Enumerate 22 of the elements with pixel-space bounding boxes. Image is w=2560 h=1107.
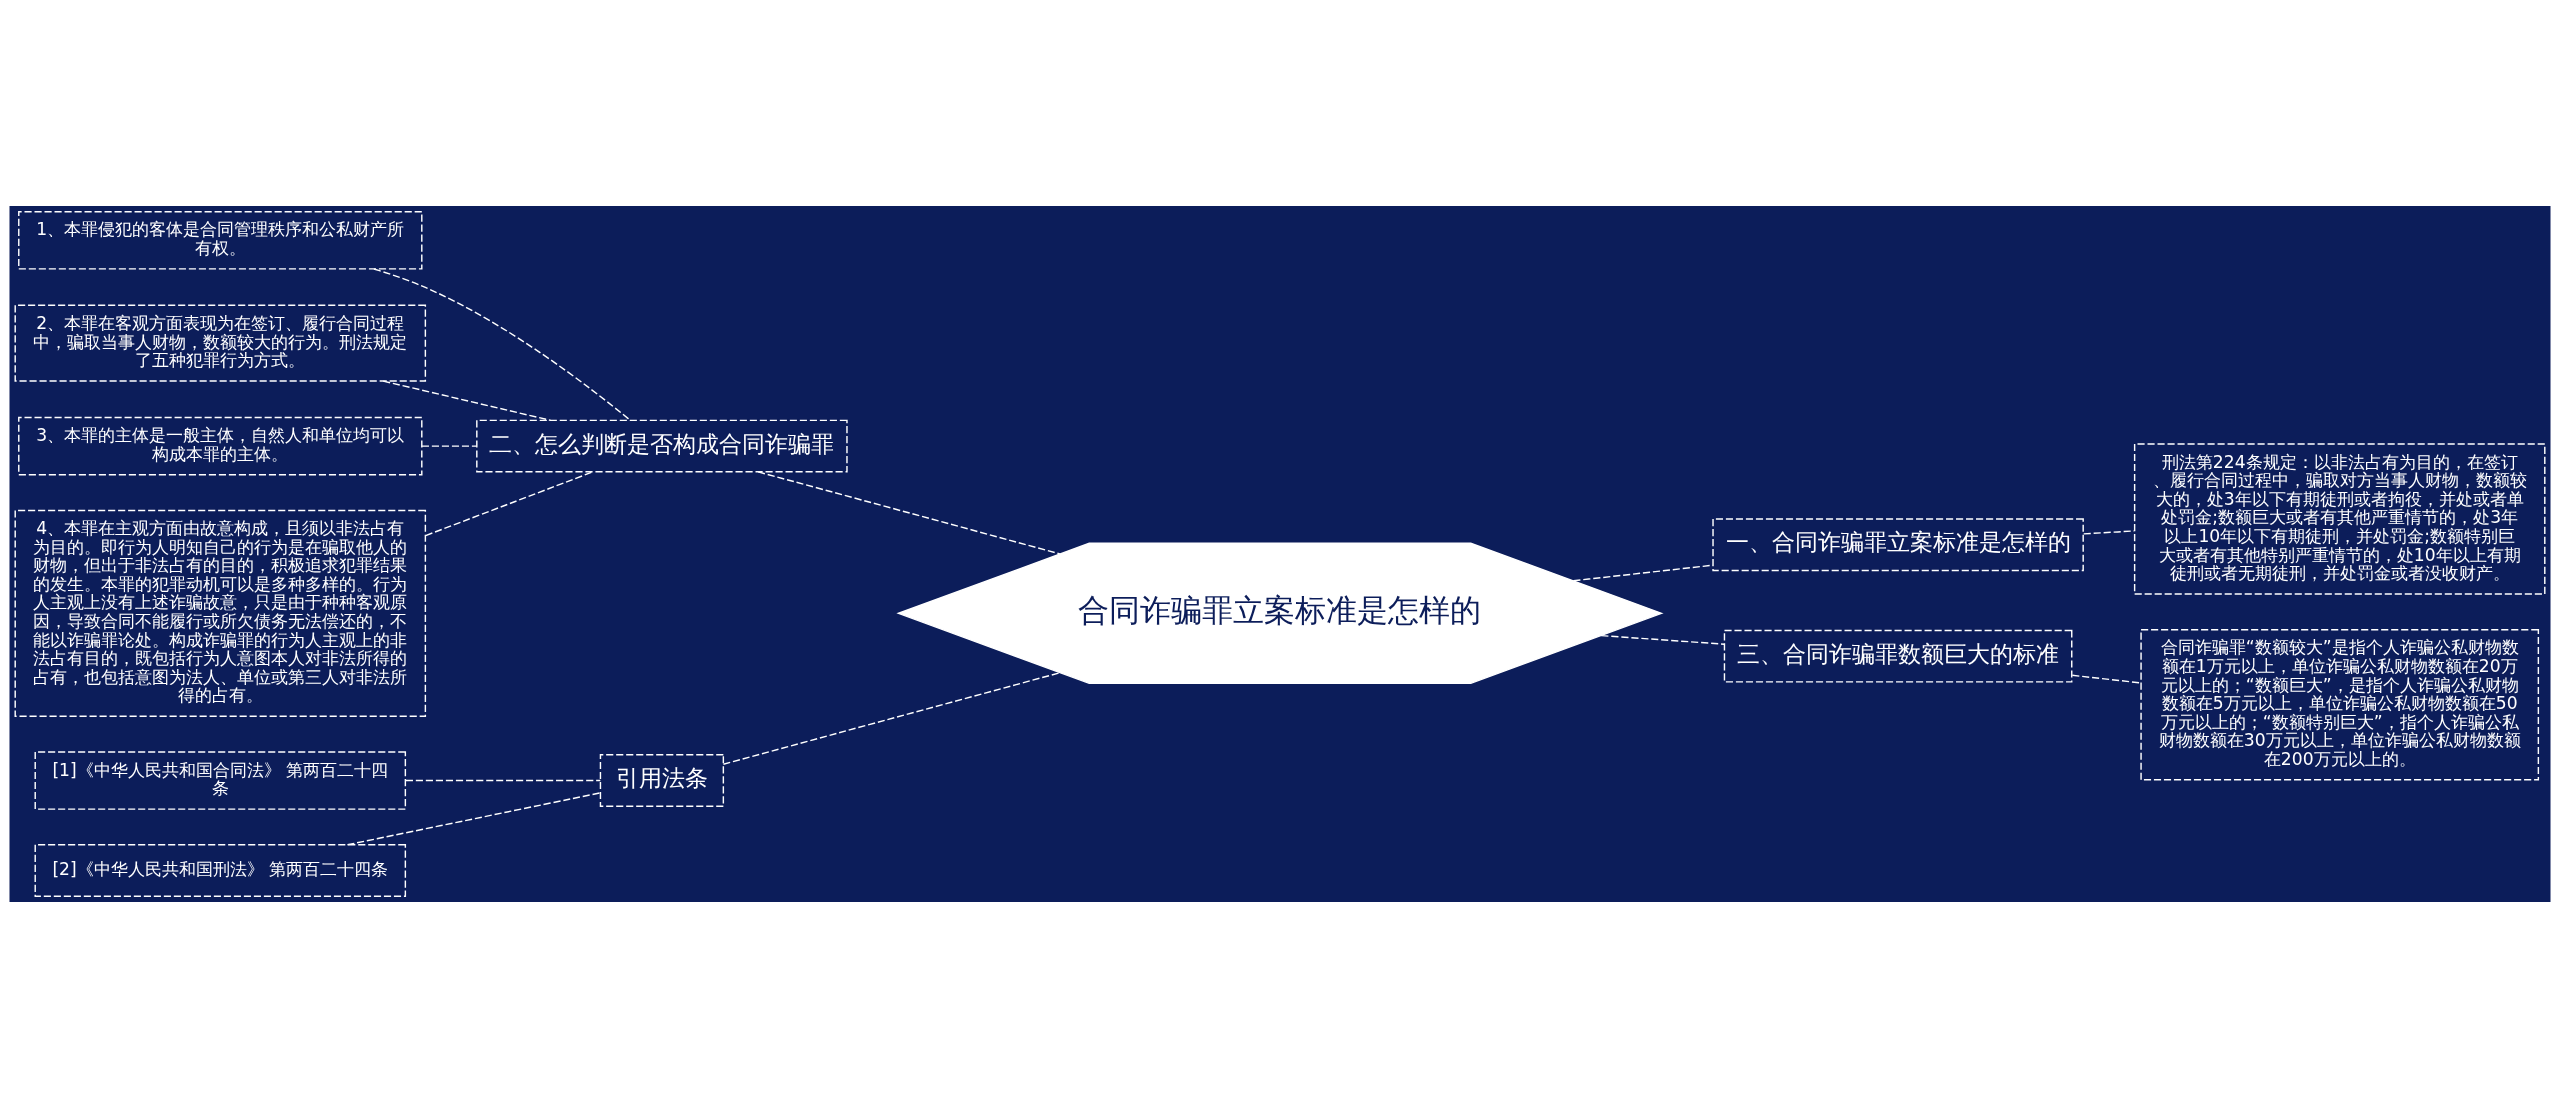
connector [424, 470, 594, 536]
node-box: 1、本罪侵犯的客体是合同管理秩序和公私财产所有权。 [18, 210, 423, 270]
node-box: 4、本罪在主观方面由故意构成，且须以非法占有为目的。即行为人明知自己的行为是在骗取他人的财物，但出于非法占有的目的，积极追求犯罪结果的发生。本罪的犯罪动机可以是多种多样的。行为人主观上没有上述诈骗故意，只是由于种种客观原因，导致合同不能履行或所欠债务无法偿还的，不能以诈骗罪论处。构成诈骗罪的行为人主观上的非法占有目的，既包括行为人意图本人对非法所得的占有，也包括意图为法人、单位或第三人对非法所得的占有。 [14, 509, 427, 717]
node-box: 二、怎么判断是否构成合同诈骗罪 [476, 419, 848, 473]
node-box: [2]《中华人民共和国刑法》 第两百二十四条 [34, 843, 407, 897]
node-box: 引用法条 [599, 753, 725, 807]
connector [2071, 674, 2142, 684]
node-box: [1]《中华人民共和国合同法》 第两百二十四条 [34, 750, 407, 810]
connector [373, 267, 632, 421]
node-box: 3、本罪的主体是一般主体，自然人和单位均可以构成本罪的主体。 [18, 416, 423, 475]
connector [722, 671, 1061, 765]
connector [346, 791, 602, 845]
node-box: 一、合同诈骗罪立案标准是怎样的 [1712, 517, 2084, 571]
connector [421, 444, 478, 447]
connector [405, 779, 602, 781]
connector [1600, 634, 1725, 645]
node-box: 合同诈骗罪“数额较大”是指个人诈骗公私财物数额在1万元以上，单位诈骗公私财物数额在20万元以上的；“数额巨大”，是指个人诈骗公私财物数额在5万元以上，单位诈骗公私财物数额在50万元以上的；“数额特别巨大”，指个人诈骗公私财物数额在30万元以上，单位诈骗公私财物数额在200万元以上的。 [2140, 628, 2540, 781]
node-box: 刑法第224条规定：以非法占有为目的，在签订、履行合同过程中，骗取对方当事人财物，数额较大的，处3年以下有期徒刑或者拘役，并处或者单处罚金;数额巨大或者有其他严重情节的，处3年以上10年以下有期徒刑，并处罚金;数额特别巨大或者有其他特别严重情节的，处10年以上有期徒刑或者无期徒刑，并处罚金或者没收财产。 [2133, 442, 2546, 595]
connector [757, 470, 1061, 555]
node-box: 2、本罪在客观方面表现为在签订、履行合同过程中，骗取当事人财物，数额较大的行为。刑法规定了五种犯罪行为方式。 [14, 304, 427, 382]
connector [1572, 564, 1714, 581]
node-box: 三、合同诈骗罪数额巨大的标准 [1723, 629, 2073, 683]
